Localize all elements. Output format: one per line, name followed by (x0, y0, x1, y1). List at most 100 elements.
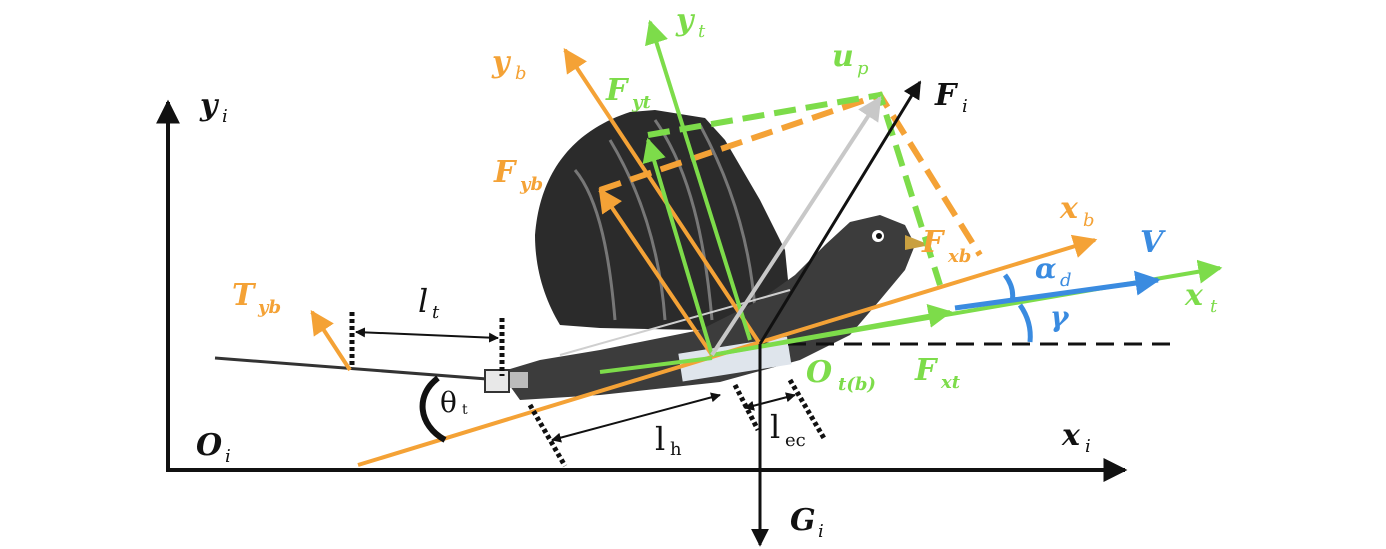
force-up-arrow (710, 95, 882, 357)
label-tyb-main: T (232, 278, 257, 313)
bird-pupil (876, 233, 882, 239)
label-xt: x t (1184, 278, 1218, 317)
label-xt-main: x (1184, 278, 1204, 313)
label-xb-main: x (1059, 191, 1079, 226)
label-v-main: V (1140, 225, 1166, 260)
label-xi: x i (1061, 418, 1091, 457)
label-oi-sub: i (225, 446, 231, 467)
label-fyt-sub: yt (631, 92, 651, 113)
wing-stripe (653, 119, 714, 321)
bird-beak (905, 235, 930, 250)
ft-decomposition-dashed (647, 91, 943, 286)
label-up-sub: p (857, 58, 869, 79)
label-theta-main: θ (440, 386, 457, 419)
tail-servo-bracket (510, 372, 528, 388)
label-ot: O t(b) (806, 355, 876, 395)
lt-dimension (355, 327, 499, 343)
label-fyb: F yb (493, 155, 543, 195)
label-theta: θ t (440, 386, 468, 419)
label-v: V (1140, 225, 1166, 260)
label-theta-sub: t (462, 402, 468, 418)
wing-shape (535, 110, 790, 330)
label-oi-main: O (196, 428, 222, 463)
label-fxb-sub: xb (947, 246, 971, 267)
label-lh-sub: h (670, 439, 682, 460)
wing-stripe (608, 139, 667, 321)
label-fi-main: F (934, 78, 959, 113)
label-alpha: α d (1035, 252, 1072, 291)
label-alpha-sub: d (1060, 270, 1072, 291)
force-fyt-arrow (642, 137, 714, 356)
label-gi-main: G (790, 503, 816, 538)
label-fi-sub: i (962, 96, 968, 117)
force-tyb-arrow (310, 309, 352, 372)
label-alpha-main: α (1035, 252, 1057, 285)
label-up: u p (832, 39, 869, 79)
label-gamma-main: γ (1050, 300, 1070, 333)
label-xb: x b (1059, 191, 1095, 231)
label-gi: G i (790, 503, 824, 542)
lec-tick-right (787, 378, 828, 442)
label-lec-sub: ec (785, 430, 806, 451)
label-fyb-main: F (493, 155, 518, 190)
label-gi-sub: i (818, 521, 824, 542)
wing-stripe (573, 169, 617, 321)
label-yi: y i (199, 88, 228, 127)
label-ot-main: O (806, 355, 832, 390)
label-ot-sub: t(b) (838, 374, 876, 395)
wing-stripe (698, 124, 757, 311)
lh-tick-right (732, 383, 761, 432)
label-fxb-main: F (921, 225, 946, 260)
label-yt-sub: t (698, 21, 706, 42)
label-fxb: F xb (921, 225, 971, 267)
label-lh-main: l (655, 420, 665, 458)
velocity-v-arrow (954, 270, 1161, 311)
xt-backline (599, 356, 713, 374)
label-xt-sub: t (1210, 296, 1218, 317)
lh-tick-left (527, 403, 568, 468)
label-lec: l ec (770, 408, 806, 451)
gamma-arc (1017, 303, 1033, 343)
lec-dimension (744, 392, 796, 411)
label-xi-main: x (1061, 418, 1081, 453)
tail-servo (484, 369, 510, 393)
label-yt: y t (675, 3, 706, 42)
force-fxt-arrow (711, 304, 953, 357)
label-tyb: T yb (232, 278, 281, 318)
label-xi-sub: i (1085, 436, 1091, 457)
axis-yt (645, 19, 752, 341)
label-fxt-sub: xt (940, 372, 961, 393)
label-up-main: u (832, 39, 854, 74)
lh-dimension (551, 392, 721, 443)
label-yt-main: y (675, 3, 696, 38)
label-lh: l h (655, 420, 682, 460)
label-yb-main: y (491, 45, 512, 80)
theta-arc (419, 375, 447, 443)
label-oi: O i (196, 428, 231, 467)
label-lt-main: l (418, 282, 428, 320)
label-fyt: F yt (605, 73, 651, 113)
label-gamma: γ (1050, 300, 1070, 333)
wing-rod (559, 289, 791, 356)
label-fyb-sub: yb (519, 174, 543, 195)
label-yb: y b (491, 45, 527, 84)
label-yb-sub: b (515, 63, 527, 84)
label-lec-main: l (770, 408, 780, 446)
label-fyt-main: F (605, 73, 630, 108)
label-xb-sub: b (1083, 210, 1095, 231)
label-lt: l t (418, 282, 440, 323)
label-yi-sub: i (222, 106, 228, 127)
force-fyb-arrow (598, 188, 714, 357)
label-fxt-main: F (914, 353, 939, 388)
force-fi-arrow (758, 80, 922, 345)
label-fxt: F xt (914, 353, 961, 393)
label-fi: F i (934, 78, 968, 117)
label-lt-sub: t (432, 302, 440, 323)
label-yi-main: y (199, 88, 220, 123)
label-tyb-sub: yb (257, 297, 281, 318)
axis-yb (563, 47, 762, 346)
tail-rod (214, 356, 501, 382)
alpha-arc (1002, 273, 1016, 303)
